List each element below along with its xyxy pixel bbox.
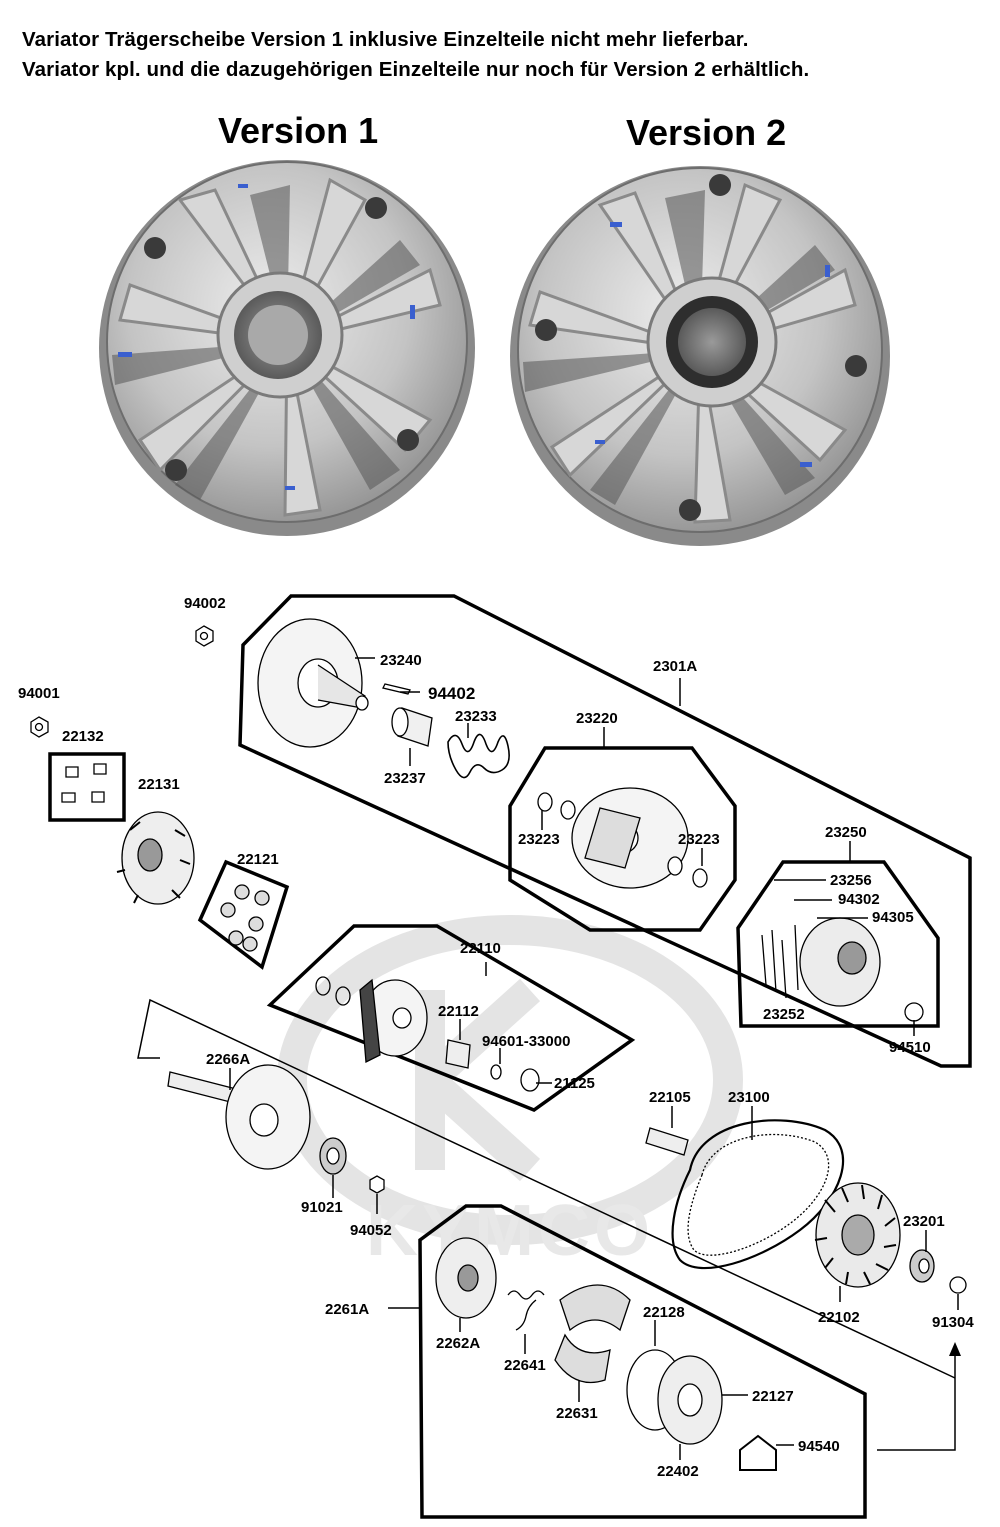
version-1-title: Version 1 (218, 110, 379, 151)
label-2261A: 2261A (325, 1301, 369, 1318)
label-21125: 21125 (554, 1075, 595, 1092)
arrow-91304 (949, 1342, 961, 1356)
label-22132: 22132 (62, 728, 104, 745)
label-94540: 94540 (798, 1438, 840, 1455)
label-23223-left: 23223 (518, 831, 560, 848)
label-23223-right: 23223 (678, 831, 720, 848)
outline-2301A (238, 594, 972, 1068)
part-2266A-drive-shaft (167, 1064, 311, 1170)
label-22112: 22112 (438, 1003, 479, 1020)
outline-22121 (197, 859, 290, 970)
part-23240-driven-face (257, 618, 369, 748)
label-2266A: 2266A (206, 1051, 250, 1068)
label-23237: 23237 (384, 770, 426, 787)
part-23220-cam (537, 787, 708, 889)
part-94601-ring (490, 1064, 502, 1080)
label-23100: 23100 (728, 1089, 770, 1106)
part-22105-spacer (645, 1127, 689, 1156)
part-21125-ring (520, 1068, 540, 1092)
outline-22132 (48, 752, 126, 822)
outline-23220 (508, 746, 737, 932)
outline-2261A (418, 1204, 867, 1519)
part-23233-spring (447, 733, 510, 779)
group-outlines (48, 594, 972, 1519)
part-23100-belt (671, 1119, 845, 1270)
label-94052: 94052 (350, 1222, 392, 1239)
version-2-title: Version 2 (626, 112, 787, 153)
outline-22110 (266, 924, 636, 1112)
part-22132-sliders (61, 763, 107, 803)
part-23250-plate (761, 917, 881, 1007)
variator-photo-version-2 (510, 166, 890, 546)
part-22131-ramp-plate (116, 811, 195, 905)
part-22631-clutch-shoes (554, 1284, 631, 1384)
routing-lines (137, 998, 956, 1451)
label-94305: 94305 (872, 909, 914, 926)
label-23252: 23252 (763, 1006, 805, 1023)
part-94540-clip (739, 1434, 777, 1471)
part-91021-bearing (319, 1137, 347, 1175)
label-91304: 91304 (932, 1314, 974, 1331)
label-23240: 23240 (380, 652, 422, 669)
part-22102-fan (814, 1182, 901, 1288)
label-2301A: 2301A (653, 658, 697, 675)
outline-23250 (736, 860, 940, 1028)
label-23233: 23233 (455, 708, 497, 725)
label-94302: 94302 (838, 891, 880, 908)
label-94510: 94510 (889, 1039, 931, 1056)
label-22121: 22121 (237, 851, 279, 868)
availability-note-line-1: Variator Trägerscheibe Version 1 inklusi… (22, 28, 749, 51)
label-22110: 22110 (460, 940, 501, 957)
label-23256: 23256 (830, 872, 872, 889)
label-91021: 91021 (301, 1199, 343, 1216)
label-23220: 23220 (576, 710, 618, 727)
part-number-labels: 94002 94001 22132 22131 22121 23240 9440… (18, 595, 974, 1480)
label-22631: 22631 (556, 1405, 598, 1422)
label-22102: 22102 (818, 1309, 860, 1326)
label-23250: 23250 (825, 824, 867, 841)
label-23201: 23201 (903, 1213, 945, 1230)
part-23201-bearing (909, 1249, 935, 1283)
part-94510-clip (904, 1002, 924, 1022)
label-94402: 94402 (428, 684, 475, 703)
label-2262A: 2262A (436, 1335, 480, 1352)
part-22112-bushing (445, 1039, 471, 1069)
part-22110-movable-face (315, 976, 428, 1064)
part-22641-springs (507, 1290, 545, 1331)
availability-note-line-2: Variator kpl. und die dazugehörigen Einz… (22, 58, 810, 81)
part-23237-collar (391, 707, 433, 747)
label-94601-33000: 94601-33000 (482, 1033, 570, 1050)
label-22105: 22105 (649, 1089, 691, 1106)
watermark-brand-text: KYMCO (366, 1191, 654, 1271)
label-94002: 94002 (184, 595, 226, 612)
parts-drawings (30, 618, 967, 1471)
part-22121-rollers (220, 884, 270, 952)
leader-lines (229, 657, 959, 1460)
label-22128: 22128 (643, 1304, 685, 1321)
part-22127-plate (657, 1355, 723, 1445)
label-94001: 94001 (18, 685, 60, 702)
part-91304-clip (949, 1276, 967, 1294)
part-2262A-clutch-plate (435, 1237, 497, 1319)
label-22641: 22641 (504, 1357, 546, 1374)
variator-photo-version-1 (99, 160, 475, 536)
label-22127: 22127 (752, 1388, 794, 1405)
label-22131: 22131 (138, 776, 180, 793)
label-22402: 22402 (657, 1463, 699, 1480)
part-94052-nut (369, 1175, 385, 1194)
